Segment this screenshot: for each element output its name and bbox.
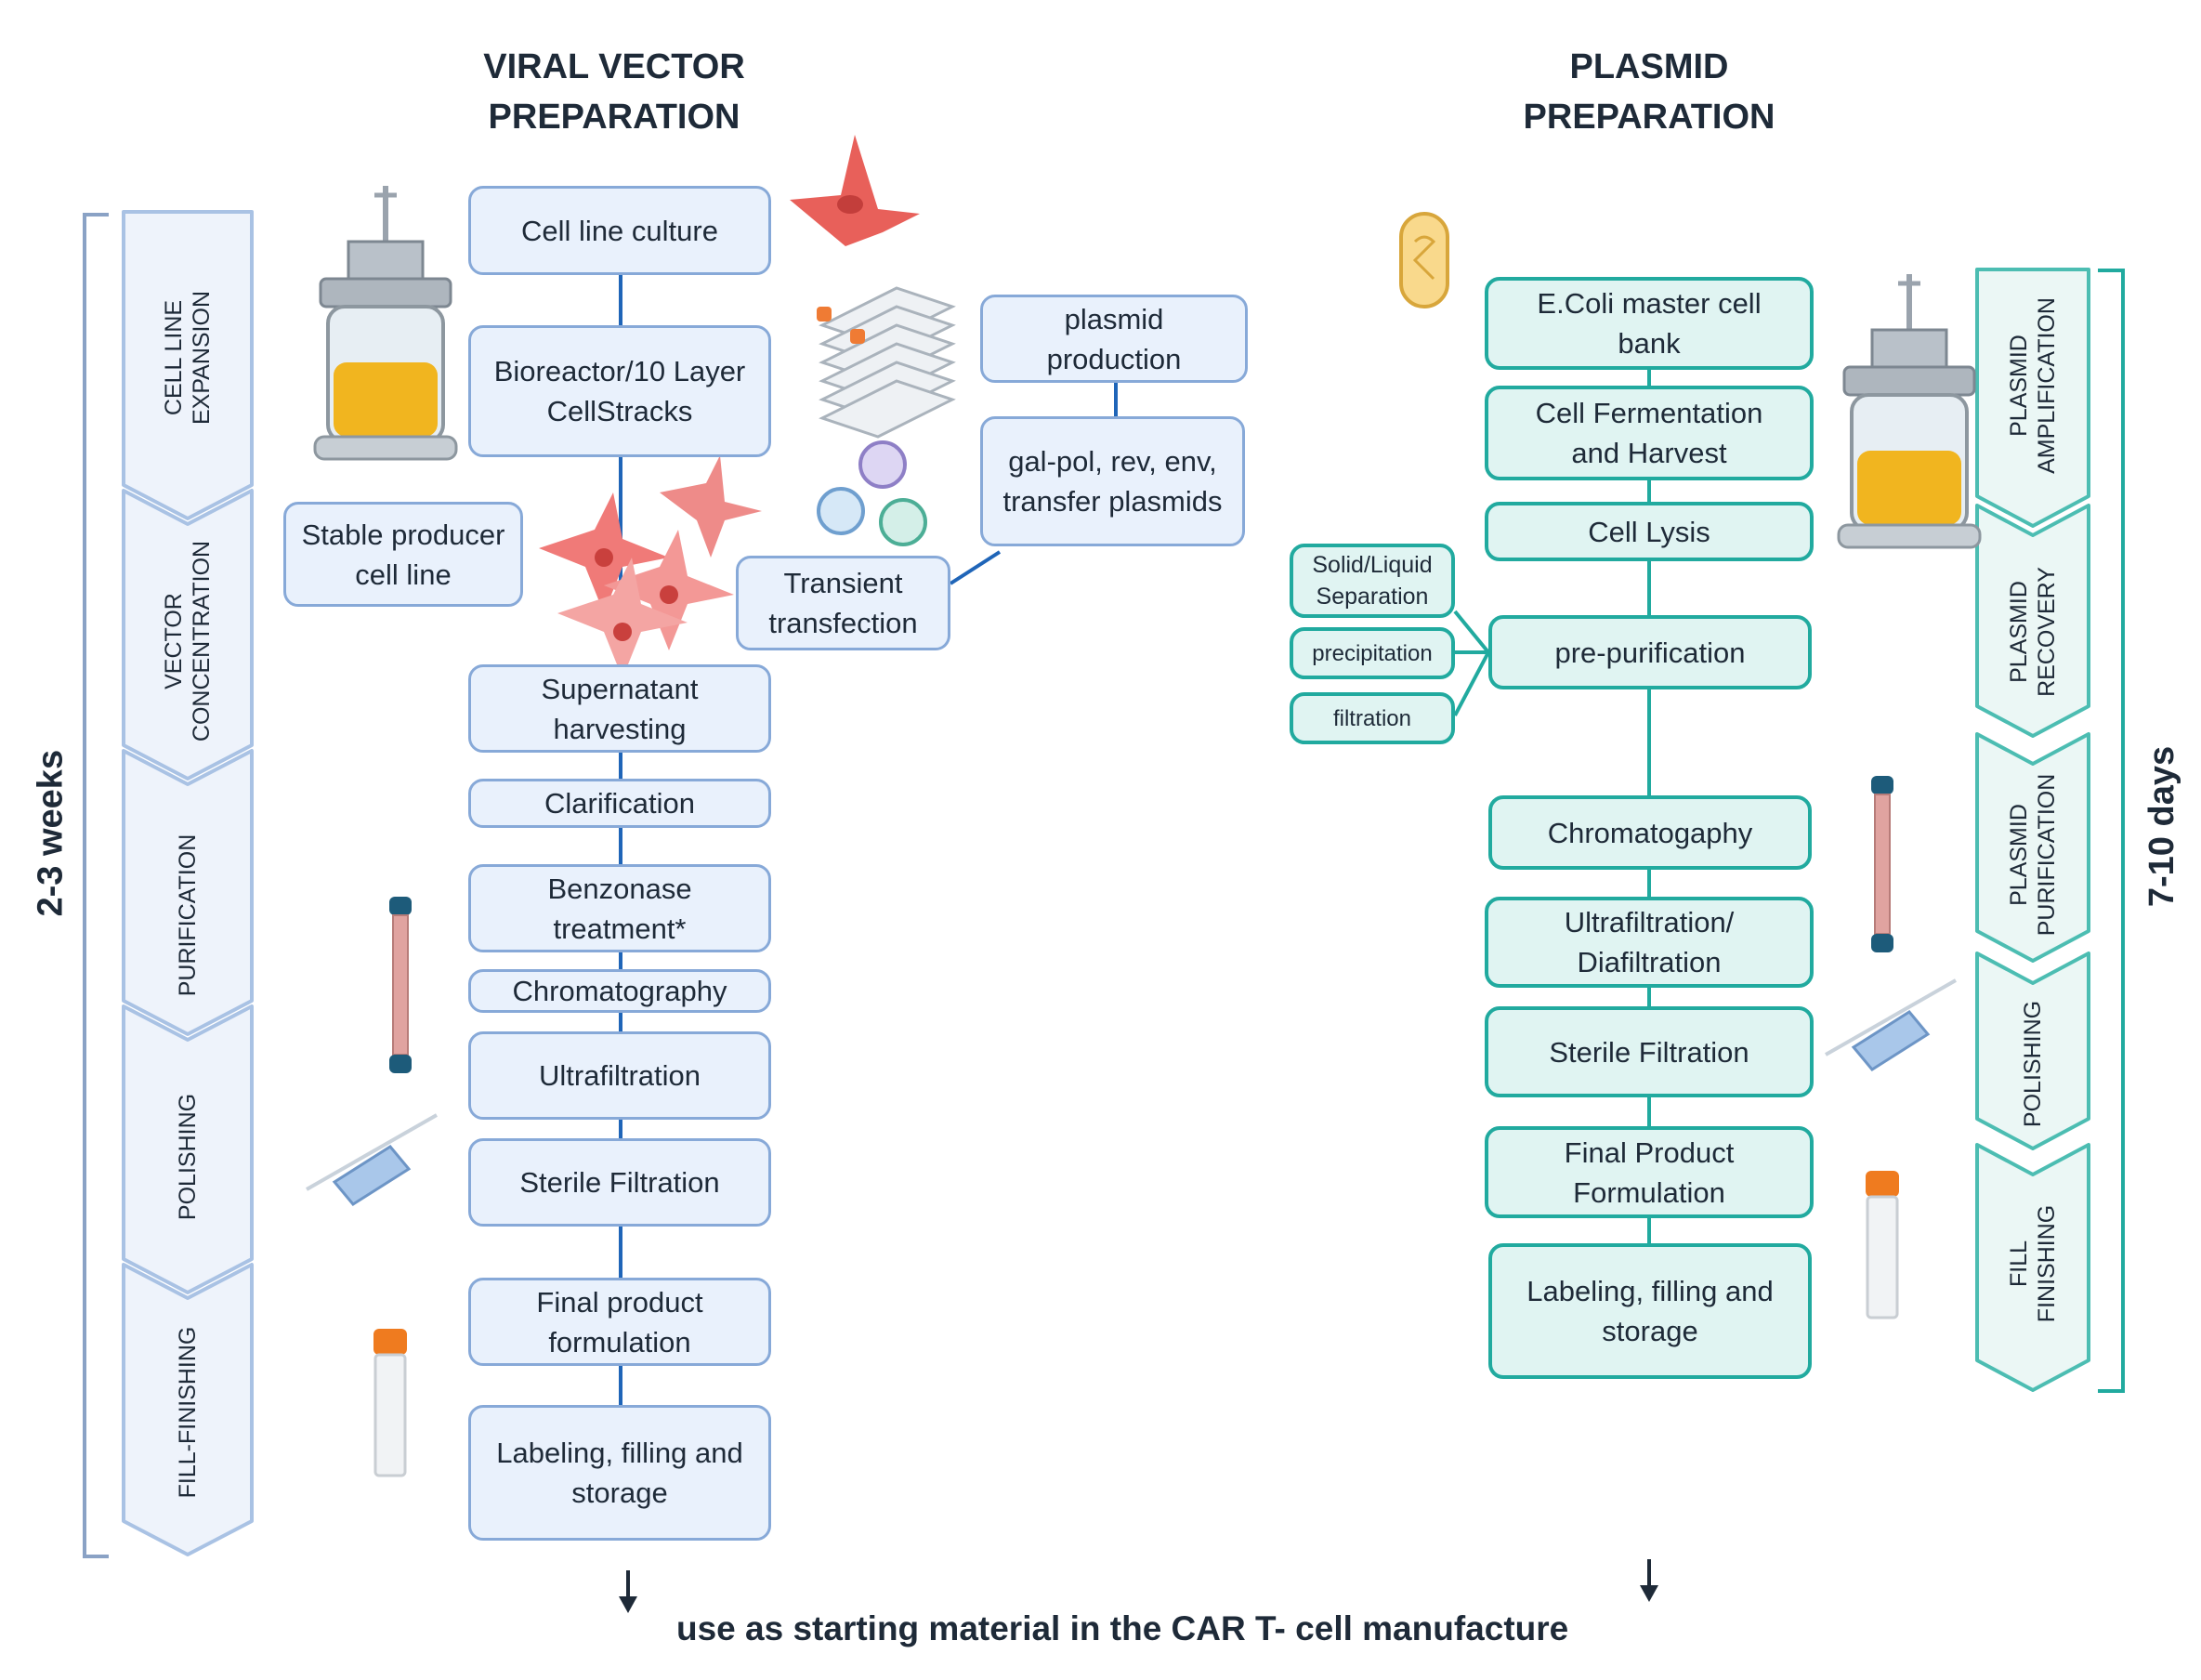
- viral-heading: VIRAL VECTOR PREPARATION: [483, 47, 745, 137]
- cell-stack-icon: [817, 286, 956, 439]
- ecoli-bacterium-icon: [1399, 212, 1449, 308]
- step-sterile-filtration-plasmid: Sterile Filtration: [1485, 1006, 1814, 1097]
- step-chromatography-plasmid: Chromatogaphy: [1488, 795, 1812, 870]
- plasmid-stage-chevrons: [1975, 268, 2090, 1392]
- viral-stage-label: CELL LINE EXPANSION: [161, 290, 215, 426]
- bioreactor-icon: [313, 186, 458, 461]
- vial-icon: [1866, 1171, 1899, 1319]
- vial-icon: [373, 1329, 407, 1477]
- step-cell-lysis: Cell Lysis: [1485, 502, 1814, 561]
- step-stable-producer: Stable producer cell line: [283, 502, 523, 607]
- step-plasmid-production: plasmid production: [980, 295, 1248, 383]
- plasmid-stage-label: PLASMID AMPLIFICATION: [2006, 297, 2060, 474]
- step-fermentation: Cell Fermentation and Harvest: [1485, 386, 1814, 480]
- step-transient-transfection: Transient transfection: [736, 556, 950, 650]
- syringe-filter-icon: [306, 1113, 438, 1206]
- step-ecoli-bank: E.Coli master cell bank: [1485, 277, 1814, 370]
- step-supernatant-harvesting: Supernatant harvesting: [468, 664, 771, 753]
- step-chromatography: Chromatography: [468, 969, 771, 1013]
- chromatography-column-icon: [1871, 776, 1893, 952]
- viral-stage-label: FILL-FINISHING: [175, 1326, 201, 1499]
- chromatography-column-icon: [389, 897, 412, 1073]
- plasmid-icon: [817, 440, 927, 546]
- step-bioreactor: Bioreactor/10 Layer CellStracks: [468, 325, 771, 457]
- syringe-filter-icon: [1825, 978, 1957, 1071]
- step-benzonase: Benzonase treatment*: [468, 864, 771, 952]
- plasmid-duration-bracket: [2098, 269, 2125, 1393]
- step-final-formulation-plasmid: Final Product Formulation: [1485, 1126, 1814, 1218]
- viral-stage-label: PURIFICATION: [175, 833, 201, 997]
- step-cell-line-culture: Cell line culture: [468, 186, 771, 275]
- viral-duration: 2-3 weeks: [31, 749, 71, 917]
- viral-stage-label: POLISHING: [175, 1093, 201, 1221]
- plasmid-duration: 7-10 days: [2142, 745, 2181, 908]
- plasmid-stage-label: PLASMID PURIFICATION: [2006, 773, 2060, 937]
- plasmid-stage-label: POLISHING: [2020, 1000, 2046, 1128]
- step-final-formulation: Final product formulation: [468, 1278, 771, 1366]
- step-ultrafiltration-plasmid: Ultrafiltration/ Diafiltration: [1485, 897, 1814, 988]
- plasmid-connectors: [1453, 370, 1651, 1243]
- fibroblast-cell-icon: [790, 135, 920, 246]
- plasmid-stage-label: FILL FINISHING: [2006, 1204, 2060, 1323]
- viral-stage-label: VECTOR CONCENTRATION: [161, 540, 215, 742]
- step-sterile-filtration: Sterile Filtration: [468, 1138, 771, 1227]
- step-ultrafiltration: Ultrafiltration: [468, 1031, 771, 1120]
- step-labeling: Labeling, filling and storage: [468, 1405, 771, 1541]
- step-plasmids: gal-pol, rev, env, transfer plasmids: [980, 416, 1245, 546]
- viral-stage-chevrons: [122, 210, 254, 1556]
- cell-cluster-icon: [539, 455, 762, 678]
- output-arrows: [619, 1559, 1658, 1613]
- step-filtration: filtration: [1290, 692, 1455, 744]
- viral-duration-bracket: [83, 213, 109, 1558]
- plasmid-stage-label: PLASMID RECOVERY: [2006, 567, 2060, 697]
- bioreactor-icon: [1837, 274, 1982, 549]
- step-pre-purification: pre-purification: [1488, 615, 1812, 689]
- step-labeling-plasmid: Labeling, filling and storage: [1488, 1243, 1812, 1379]
- step-solid-liquid: Solid/Liquid Separation: [1290, 544, 1455, 618]
- plasmid-heading: PLASMID PREPARATION: [1523, 47, 1775, 137]
- footer-note: use as starting material in the CAR T- c…: [676, 1609, 1569, 1647]
- step-clarification: Clarification: [468, 779, 771, 828]
- step-precipitation: precipitation: [1290, 627, 1455, 679]
